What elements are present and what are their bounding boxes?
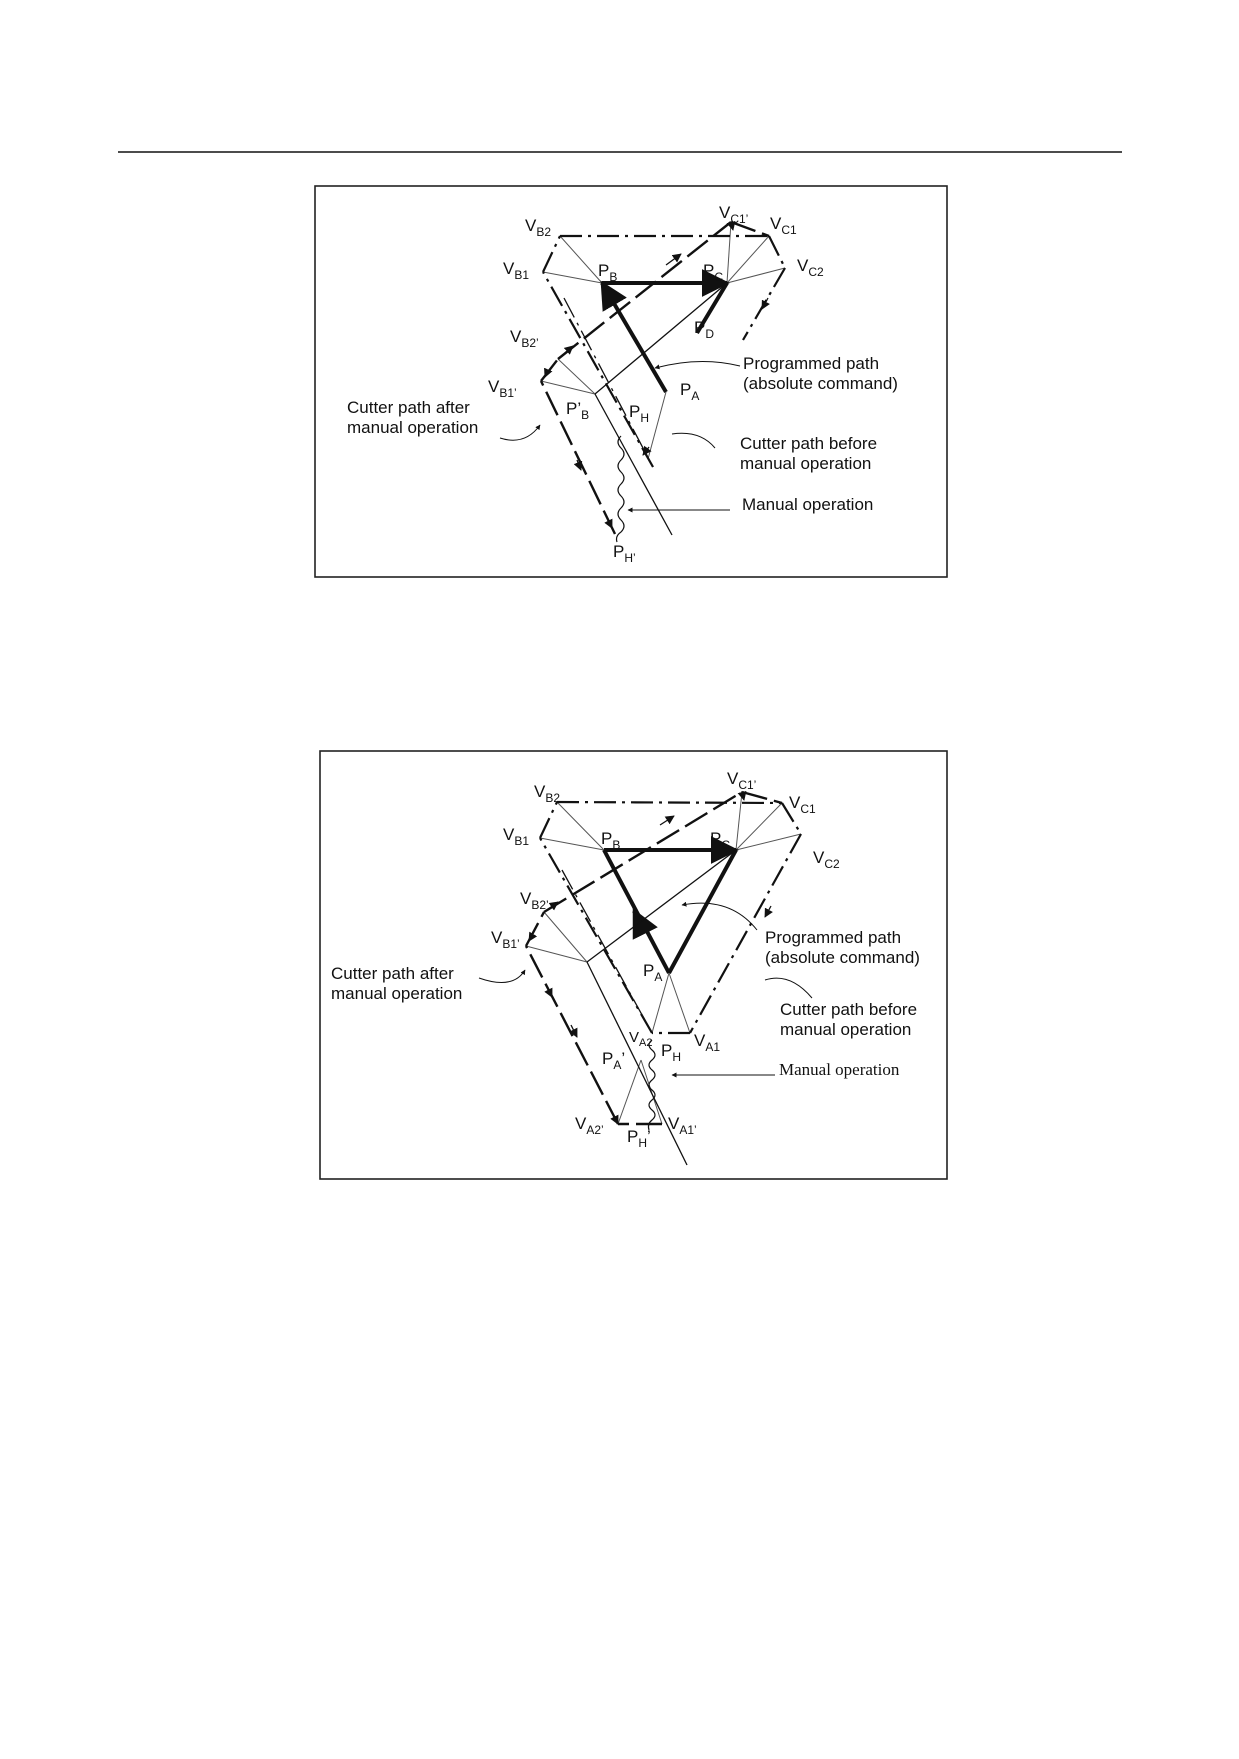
callout-after-2: manual operation — [331, 984, 462, 1003]
label-vc1: VC1 — [789, 793, 816, 816]
label-pa: PA — [680, 380, 699, 403]
callouts: Programmed path (absolute command) Cutte… — [347, 354, 898, 514]
programmed-path — [602, 836, 739, 974]
callout-programmed-1: Programmed path — [743, 354, 879, 373]
manual-operation-trace — [615, 435, 625, 543]
label-vb2p: VB2’ — [510, 327, 539, 350]
callout-before-1: Cutter path before — [780, 1000, 917, 1019]
label-pa: PA — [643, 961, 662, 984]
label-vc2: VC2 — [813, 848, 840, 871]
label-pap: PA’ — [602, 1049, 625, 1072]
label-vc1: VC1 — [770, 214, 797, 237]
label-vb1: VB1 — [503, 259, 529, 282]
offset-vectors — [540, 221, 786, 460]
construction-lines — [563, 282, 728, 536]
label-vc1p: VC1’ — [727, 769, 756, 792]
callout-before-2: manual operation — [780, 1020, 911, 1039]
point-labels: VC1’ VB2 VC1 VB1 PB PC VC2 VB2’ VB1’ PA … — [491, 769, 840, 1150]
label-pb: PB — [601, 829, 620, 852]
label-va2: VA2 — [629, 1029, 652, 1049]
callout-manual: Manual operation — [742, 495, 873, 514]
callout-after-1: Cutter path after — [331, 964, 454, 983]
figure-top: VB2 VC1’ VC1 VC2 VB1 PB PC VB2’ PD VB1’ … — [314, 185, 948, 578]
cutter-path-after — [524, 790, 783, 1126]
label-vb1p: VB1’ — [488, 377, 517, 400]
label-pb: PB — [598, 261, 617, 284]
label-vb2p: VB2’ — [520, 889, 549, 912]
construction-lines — [561, 849, 737, 1166]
label-php: PH’ — [627, 1127, 651, 1150]
label-ph: PH — [661, 1041, 681, 1064]
figure-bottom: VC1’ VB2 VC1 VB1 PB PC VC2 VB2’ VB1’ PA … — [319, 750, 948, 1180]
offset-vectors — [525, 791, 802, 1125]
label-pc: PC — [710, 829, 730, 852]
label-pd: PD — [694, 318, 714, 341]
label-pbp: P’B — [566, 399, 589, 422]
label-va1p: VA1’ — [668, 1114, 697, 1137]
label-vb1: VB1 — [503, 825, 529, 848]
programmed-path — [600, 269, 730, 394]
callouts: Programmed path (absolute command) Cutte… — [331, 928, 920, 1079]
callout-programmed-1: Programmed path — [765, 928, 901, 947]
leader-after — [499, 424, 541, 441]
leader-programmed — [681, 901, 758, 931]
label-va2p: VA2’ — [575, 1114, 604, 1137]
label-vc1p: VC1’ — [719, 203, 748, 226]
leader-before — [671, 432, 716, 449]
cutter-path-after — [539, 220, 770, 535]
manual-operation-trace — [647, 1039, 656, 1131]
label-vc2: VC2 — [797, 256, 824, 279]
label-vb2: VB2 — [525, 216, 551, 239]
callout-before-1: Cutter path before — [740, 434, 877, 453]
label-ph: PH — [629, 402, 649, 425]
cutter-path-before — [542, 234, 786, 468]
callout-manual: Manual operation — [779, 1060, 900, 1079]
label-vb2: VB2 — [534, 782, 560, 805]
figure-bottom-frame — [319, 750, 948, 1180]
callout-programmed-2: (absolute command) — [765, 948, 920, 967]
label-va1: VA1 — [694, 1031, 720, 1054]
label-pc: PC — [703, 261, 723, 284]
label-php: PH’ — [613, 542, 636, 565]
callout-programmed-2: (absolute command) — [743, 374, 898, 393]
callout-before-2: manual operation — [740, 454, 871, 473]
figure-top-frame — [314, 185, 948, 578]
callout-after-2: manual operation — [347, 418, 478, 437]
leader-after — [478, 969, 526, 983]
point-labels: VB2 VC1’ VC1 VC2 VB1 PB PC VB2’ PD VB1’ … — [488, 203, 824, 565]
callout-after-1: Cutter path after — [347, 398, 470, 417]
leader-programmed — [654, 361, 741, 370]
leader-before — [764, 977, 813, 999]
label-vb1p: VB1’ — [491, 928, 520, 951]
